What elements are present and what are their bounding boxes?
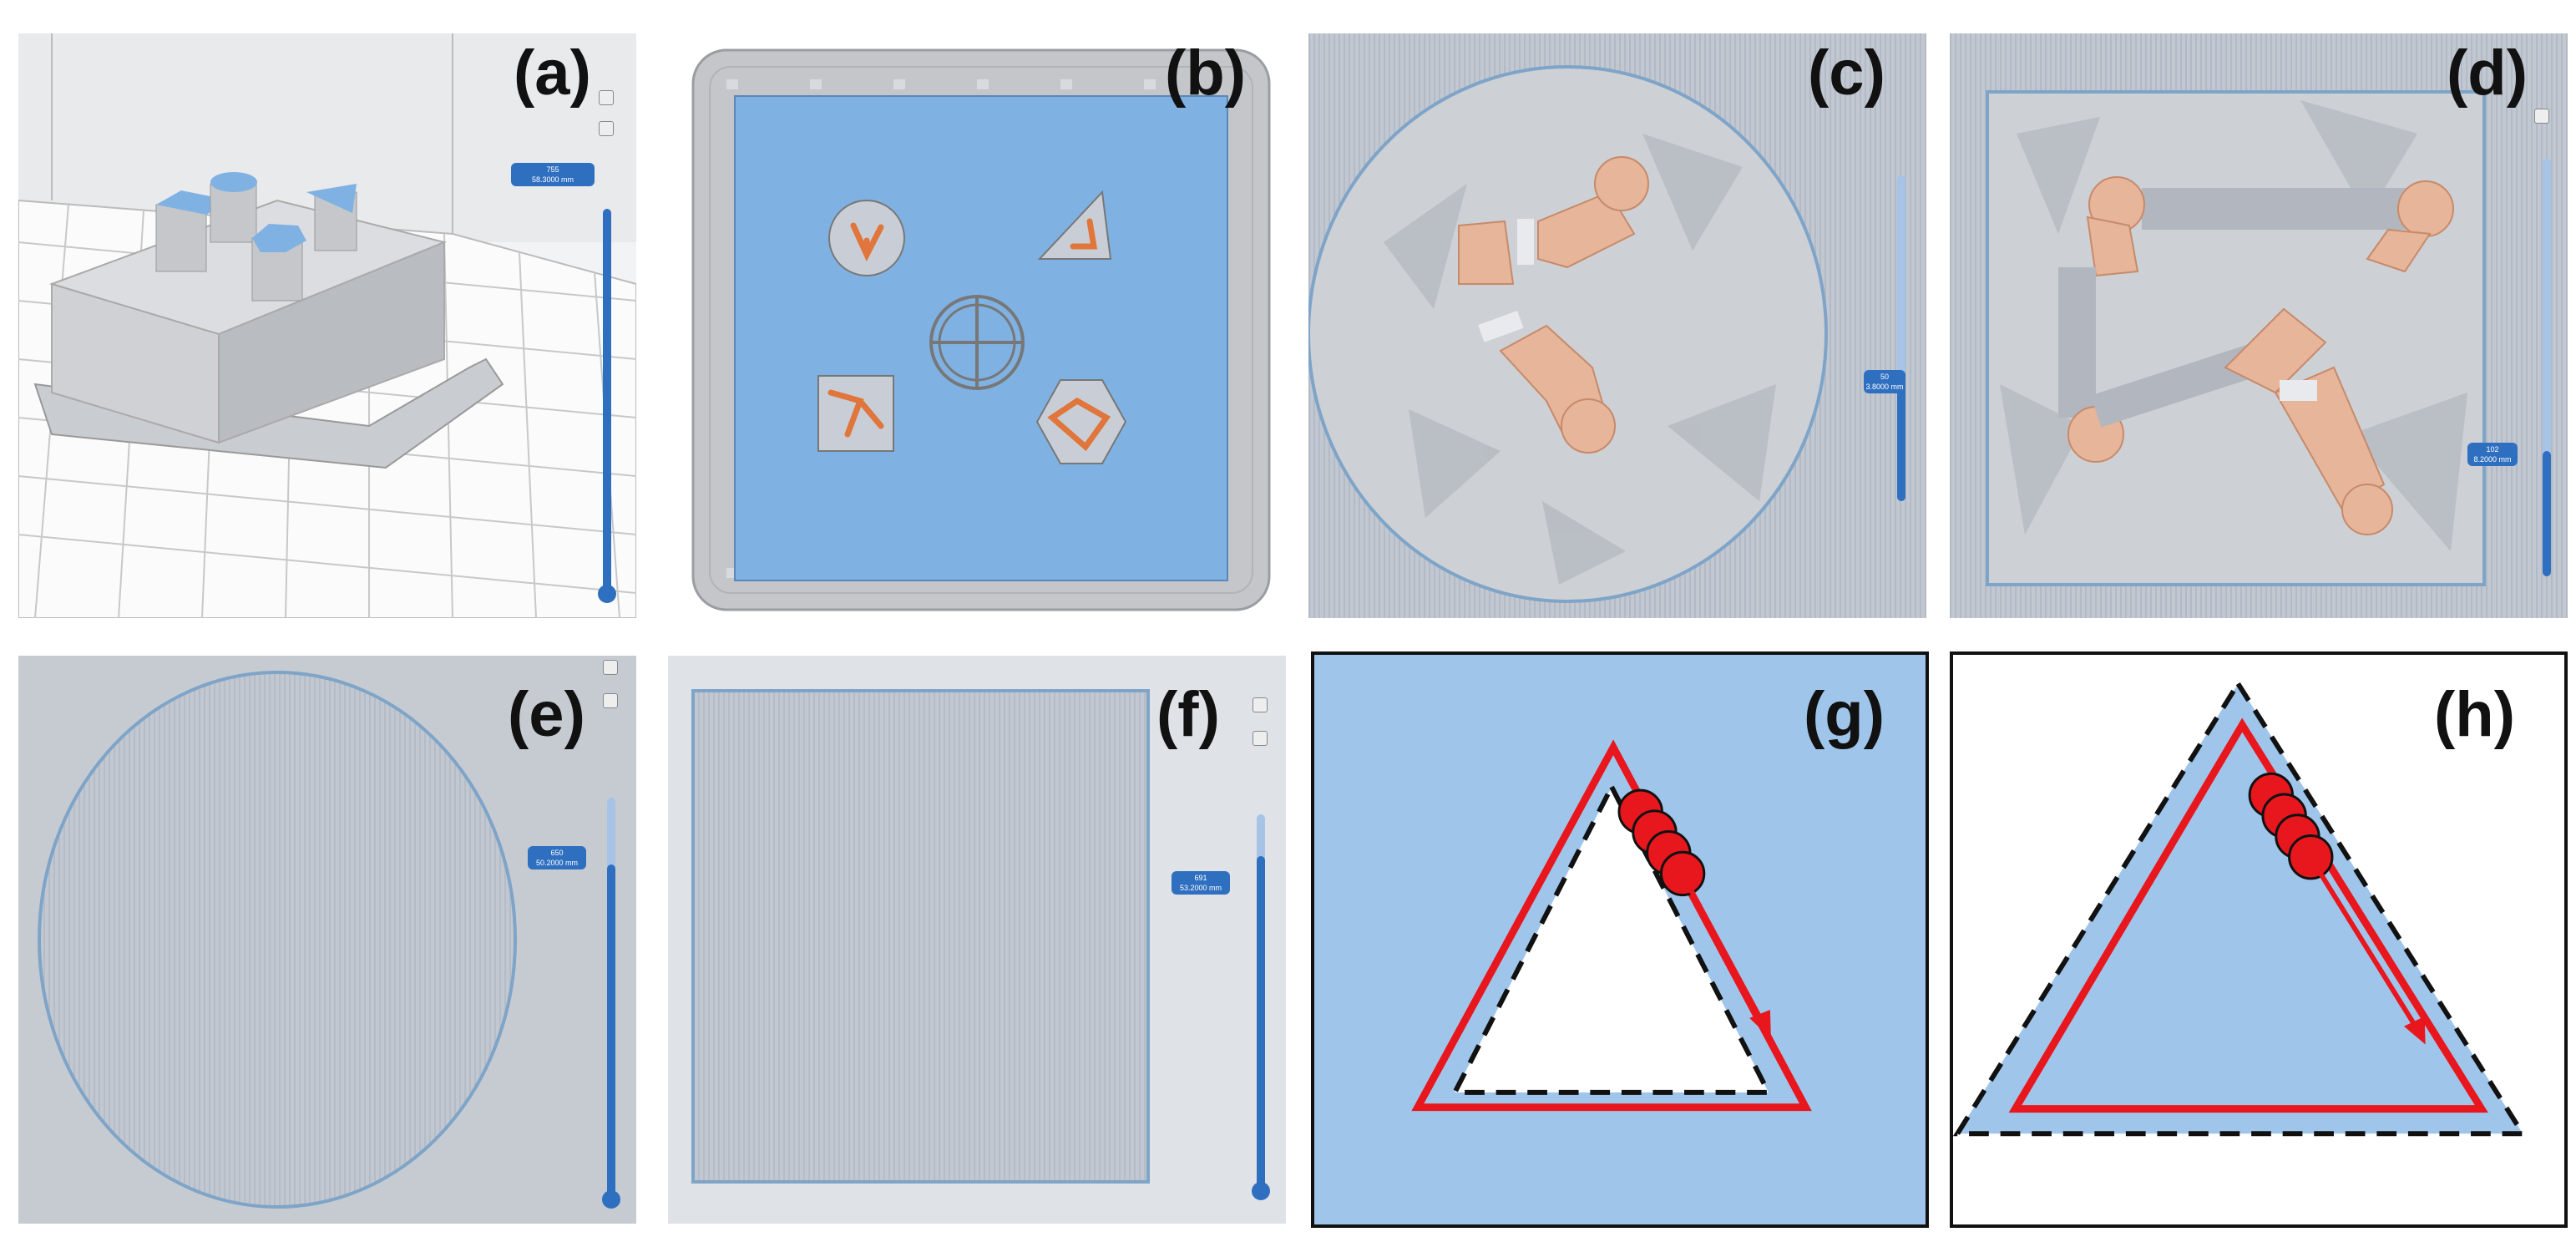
layer-badge: 691 53.2000 mm <box>1172 871 1230 895</box>
part-block-side <box>218 241 445 444</box>
layer-slider-track[interactable] <box>2543 159 2551 459</box>
panel-b-top-view <box>691 48 1271 611</box>
panel-label-g: (g) <box>1804 679 1885 750</box>
layer-down-button[interactable] <box>603 693 618 708</box>
toolpath-red <box>2008 717 2488 1113</box>
layer-number: 650 <box>550 849 564 857</box>
layer-slider[interactable] <box>607 864 615 1199</box>
square-infill-layer <box>691 689 1150 1184</box>
layer-slider-track[interactable] <box>1897 175 1905 393</box>
panel-g-diagram <box>1411 739 1812 1112</box>
layer-up-button[interactable] <box>1253 697 1268 712</box>
part-top-face <box>734 95 1228 581</box>
panel-e: 650 50.2000 mm <box>18 656 636 1224</box>
support-bridges <box>2058 176 2454 535</box>
layer-up-button[interactable] <box>599 90 614 105</box>
panel-label-e: (e) <box>508 679 585 750</box>
panel-f-layer-view <box>691 689 1150 1184</box>
layer-up-button[interactable] <box>2534 109 2549 124</box>
panel-label-d: (d) <box>2447 38 2528 109</box>
layer-slider-knob[interactable] <box>602 1190 620 1209</box>
hole-region <box>1455 787 1769 1093</box>
layer-slider-track[interactable] <box>607 798 615 873</box>
layer-slider-knob[interactable] <box>598 585 616 603</box>
layer-slider[interactable] <box>1257 856 1265 1190</box>
layer-number: 50 <box>1880 373 1889 381</box>
layer-slider-track[interactable] <box>1257 814 1265 864</box>
layer-badge: 50 3.8000 mm <box>1864 370 1905 393</box>
layer-slider-knob[interactable] <box>1252 1182 1270 1200</box>
hexagon-feature <box>1035 379 1127 464</box>
panel-h-diagram <box>1953 679 2528 1137</box>
panel-a-3d-view <box>18 33 636 618</box>
panel-label-f: (f) <box>1156 679 1220 750</box>
layer-number: 755 <box>546 165 559 174</box>
layer-number: 691 <box>1194 874 1207 882</box>
panel-d-layer-view <box>1950 33 2568 618</box>
layer-badge: 755 58.3000 mm <box>511 163 595 186</box>
layer-down-button[interactable] <box>599 121 614 136</box>
layer-height: 3.8000 mm <box>1865 383 1904 391</box>
direction-arrow <box>1682 876 1763 1020</box>
layer-slider[interactable] <box>603 209 611 593</box>
direction-arrow <box>2318 872 2418 1028</box>
panel-b <box>668 33 1286 618</box>
support-bridges <box>1458 156 1649 454</box>
layer-slider[interactable] <box>1897 384 1905 501</box>
layer-height: 50.2000 mm <box>535 859 579 867</box>
pillar-cubes <box>155 172 357 302</box>
panel-f: 691 53.2000 mm <box>668 656 1286 1224</box>
panel-c: 50 3.8000 mm <box>1308 33 1926 618</box>
panel-c-layer-view <box>1308 33 1926 618</box>
extrusion-beads <box>1617 788 1706 897</box>
layer-number: 102 <box>2486 445 2499 454</box>
panel-d: 102 8.2000 mm <box>1950 33 2568 618</box>
panel-e-layer-view <box>18 656 636 1224</box>
nominal-contour <box>1450 781 1773 1095</box>
panel-a: 755 58.3000 mm <box>18 33 636 618</box>
layer-badge: 650 50.2000 mm <box>528 846 586 869</box>
nominal-contour <box>1953 679 2528 1137</box>
panel-g <box>1311 651 1929 1228</box>
panel-label-c: (c) <box>1808 38 1885 109</box>
circle-infill-layer <box>38 671 517 1209</box>
layer-slider[interactable] <box>2543 451 2551 576</box>
layer-height: 58.3000 mm <box>531 175 574 184</box>
layer-down-button[interactable] <box>1253 731 1268 746</box>
boss-region <box>1957 683 2523 1134</box>
panel-h <box>1950 651 2568 1228</box>
layer-height: 53.2000 mm <box>1179 884 1222 892</box>
panel-label-a: (a) <box>514 38 591 109</box>
extrusion-beads <box>2248 772 2334 880</box>
layer-height: 8.2000 mm <box>2473 455 2512 464</box>
layer-up-button[interactable] <box>603 660 618 675</box>
layer-badge: 102 8.2000 mm <box>2467 443 2518 466</box>
panel-label-b: (b) <box>1165 38 1247 109</box>
panel-label-h: (h) <box>2434 679 2516 750</box>
